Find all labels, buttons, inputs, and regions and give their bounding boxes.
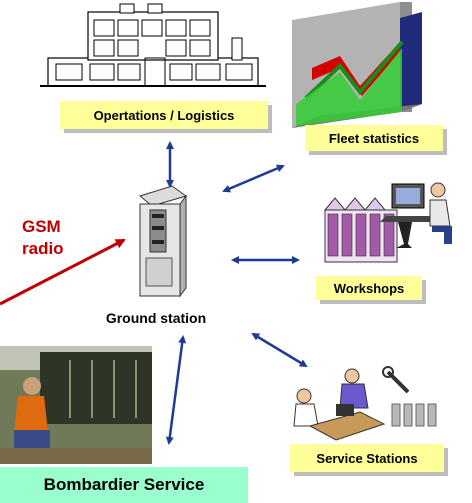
operations-label: Opertations / Logistics [60, 101, 268, 129]
service-ground-arrow [251, 332, 308, 368]
ground-station-server-icon [138, 185, 188, 298]
gsm-radio-label: GSM radio [22, 216, 82, 262]
fleet-statistics-label: Fleet statistics [305, 125, 443, 151]
gsm-label-line1: GSM [22, 217, 61, 236]
workshop-icon [323, 182, 452, 263]
maintenance-photo [0, 346, 152, 464]
gsm-radio-arrow [0, 238, 126, 306]
gsm-label-line2: radio [22, 239, 64, 258]
service-technicians-icon [293, 366, 437, 441]
statistics-chart-icon [292, 2, 422, 128]
ground-station-label: Ground station [105, 310, 207, 326]
fleet-ground-arrow [222, 164, 285, 193]
bombardier-service-label: Bombardier Service [0, 467, 248, 503]
service-stations-label: Service Stations [290, 444, 444, 472]
bombardier-ground-arrow [165, 335, 187, 445]
office-building-icon [40, 3, 266, 87]
workshops-label: Workshops [316, 276, 422, 300]
